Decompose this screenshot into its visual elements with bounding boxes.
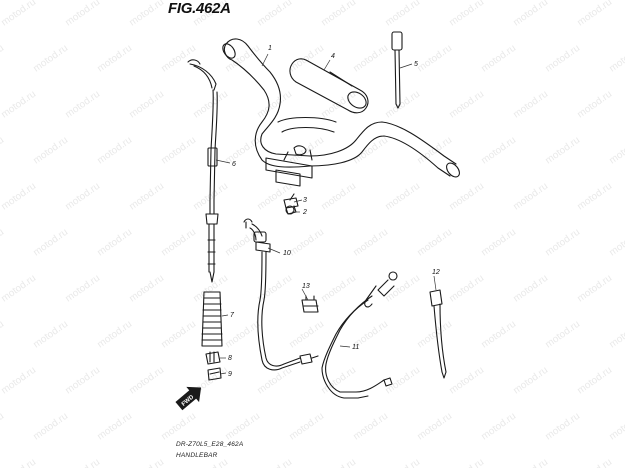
choke-cable-part xyxy=(321,271,398,399)
callout-9: 9 xyxy=(228,371,232,378)
callout-6: 6 xyxy=(232,161,236,168)
callout-5: 5 xyxy=(414,61,418,68)
callout-7: 7 xyxy=(230,312,235,319)
figure-code: DR-Z70L5_E28_462A xyxy=(176,441,244,448)
callout-8: 8 xyxy=(228,355,232,362)
callout-13: 13 xyxy=(302,283,310,290)
cable-cap-part xyxy=(205,351,221,365)
callout-3: 3 xyxy=(303,197,307,204)
handlebar-pad-part xyxy=(289,58,369,114)
throttle-cable-part xyxy=(243,218,319,371)
boot-part xyxy=(201,291,223,347)
callout-11: 11 xyxy=(352,344,359,351)
band-part xyxy=(429,289,447,379)
callout-10: 10 xyxy=(283,250,291,257)
callout-2: 2 xyxy=(302,209,307,216)
fwd-arrow-icon: FWD xyxy=(175,386,202,411)
cable-nut-part xyxy=(207,367,222,381)
callout-12: 12 xyxy=(432,269,440,276)
brake-cable-part xyxy=(187,59,219,283)
callout-1: 1 xyxy=(268,45,272,52)
cable-tie-part xyxy=(391,31,403,109)
figure-title: FIG.462A xyxy=(168,0,231,17)
callout-4: 4 xyxy=(331,53,335,60)
figure-caption: HANDLEBAR xyxy=(176,452,218,459)
bolt-bracket-parts xyxy=(283,193,299,215)
clamp-part xyxy=(301,295,319,313)
handlebar-part xyxy=(222,38,460,187)
